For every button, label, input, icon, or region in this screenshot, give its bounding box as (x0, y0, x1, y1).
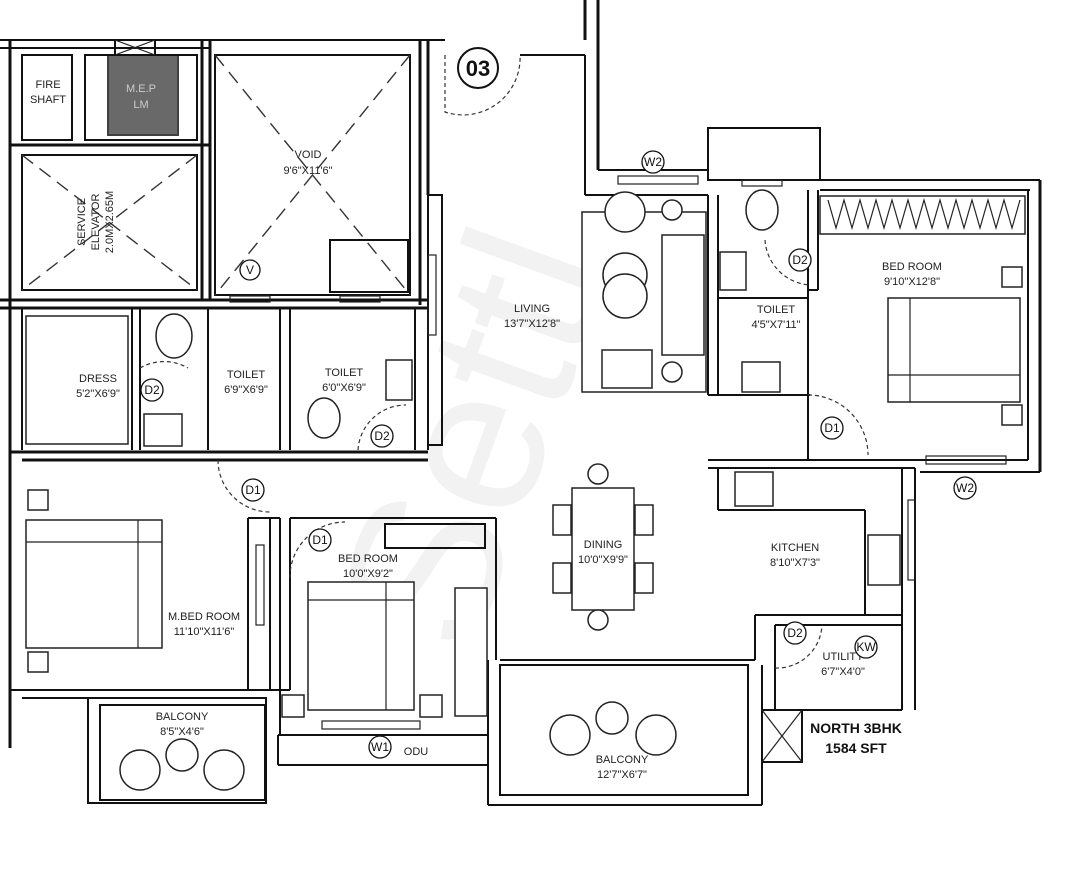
room-label-service-elevator: SERVICE ELEVATOR 2.0MX2.65M (76, 191, 116, 253)
tag-d1-bedroom-east: D1 (820, 416, 844, 440)
tag-v: V (239, 259, 261, 281)
room-label-balcony-south-dims: 12'7"X6'7" (597, 769, 647, 781)
tag-d2-dress: D2 (140, 378, 164, 402)
room-label-utility: UTILITY (823, 651, 865, 663)
room-label-balcony-south: BALCONY (596, 754, 649, 766)
room-label-dining-dims: 10'0"X9'9" (578, 554, 628, 566)
tag-d1-master: D1 (241, 478, 265, 502)
room-label-living: LIVING (514, 303, 550, 315)
room-label-toilet-east: TOILET (757, 304, 796, 316)
room-label-toilet-master: TOILET (227, 369, 266, 381)
room-label-bedroom-east-dims: 9'10"X12'8" (884, 276, 940, 288)
tag-d2-toilet-bed: D2 (370, 424, 394, 448)
room-label-toilet-bed-dims: 6'0"X6'9" (322, 382, 366, 394)
svg-text:2.0MX2.65M: 2.0MX2.65M (104, 191, 116, 253)
room-label-master-bedroom-dims: 11'10"X11'6" (174, 626, 235, 638)
svg-text:D1: D1 (312, 533, 328, 547)
svg-text:KW: KW (856, 640, 876, 654)
room-label-mep-dims: LM (133, 99, 148, 111)
room-label-bedroom-south: BED ROOM (338, 553, 398, 565)
room-label-living-dims: 13'7"X12'8" (504, 318, 560, 330)
svg-text:03: 03 (466, 56, 490, 81)
room-label-balcony-west: BALCONY (156, 711, 209, 723)
room-label-balcony-west-dims: 8'5"X4'6" (160, 726, 204, 738)
tag-d2-utility: D2 (783, 621, 807, 645)
outer-walls (0, 0, 1042, 806)
svg-text:NORTH 3BHK: NORTH 3BHK (810, 720, 902, 736)
svg-text:W2: W2 (956, 481, 974, 495)
svg-text:1584 SFT: 1584 SFT (825, 740, 887, 756)
svg-text:D2: D2 (787, 626, 803, 640)
room-label-toilet-master-dims: 6'9"X6'9" (224, 384, 268, 396)
windows (229, 175, 1007, 730)
room-label-utility-dims: 6'7"X4'0" (821, 666, 865, 678)
tag-w2-east: W2 (953, 476, 977, 500)
svg-text:W1: W1 (371, 740, 389, 754)
svg-text:V: V (246, 263, 254, 277)
tag-w1: W1 (368, 735, 392, 759)
room-label-mep: M.E.P (126, 83, 156, 95)
svg-text:SERVICE: SERVICE (76, 198, 88, 246)
room-label-toilet-bed: TOILET (325, 367, 364, 379)
room-label-bedroom-south-dims: 10'0"X9'2" (343, 568, 393, 580)
room-label-fire-shaft: FIRE (35, 79, 60, 91)
svg-text:D1: D1 (245, 483, 261, 497)
room-label-fire-shaft-2: SHAFT (30, 94, 66, 106)
room-label-toilet-east-dims: 4'5"X7'11" (751, 319, 800, 331)
room-label-dress: DRESS (79, 373, 117, 385)
svg-text:W2: W2 (644, 155, 662, 169)
tag-w2-top: W2 (641, 150, 665, 174)
room-labels: FIRE SHAFT M.E.P LM SERVICE ELEVATOR 2.0… (30, 79, 942, 781)
room-label-bedroom-east: BED ROOM (882, 261, 942, 273)
svg-text:D2: D2 (374, 429, 390, 443)
svg-text:D2: D2 (144, 383, 160, 397)
tag-d1-bedroom-south: D1 (308, 528, 332, 552)
tag-d2-toilet-east: D2 (788, 248, 812, 272)
room-label-odu: ODU (404, 746, 429, 758)
room-label-void-dims: 9'6"X11'6" (283, 165, 332, 177)
room-label-dress-dims: 5'2"X6'9" (76, 388, 120, 400)
internal-walls (0, 39, 819, 735)
furniture (25, 189, 1026, 791)
svg-text:D2: D2 (792, 253, 808, 267)
tag-kw: KW (854, 635, 878, 659)
room-label-master-bedroom: M.BED ROOM (168, 611, 240, 623)
svg-text:ELEVATOR: ELEVATOR (90, 194, 102, 251)
tags: 03 W2 W2 W1 D2 D1 D2 D2 D1 D1 D2 KW V (140, 47, 977, 759)
room-label-void: VOID (295, 149, 322, 161)
room-label-kitchen: KITCHEN (771, 542, 819, 554)
room-label-dining: DINING (584, 539, 623, 551)
svg-text:D1: D1 (824, 421, 840, 435)
door-swings (139, 54, 869, 669)
room-label-kitchen-dims: 8'10"X7'3" (770, 557, 820, 569)
unit-number-badge: 03 (457, 47, 499, 89)
plan-title: NORTH 3BHK 1584 SFT (810, 720, 902, 756)
